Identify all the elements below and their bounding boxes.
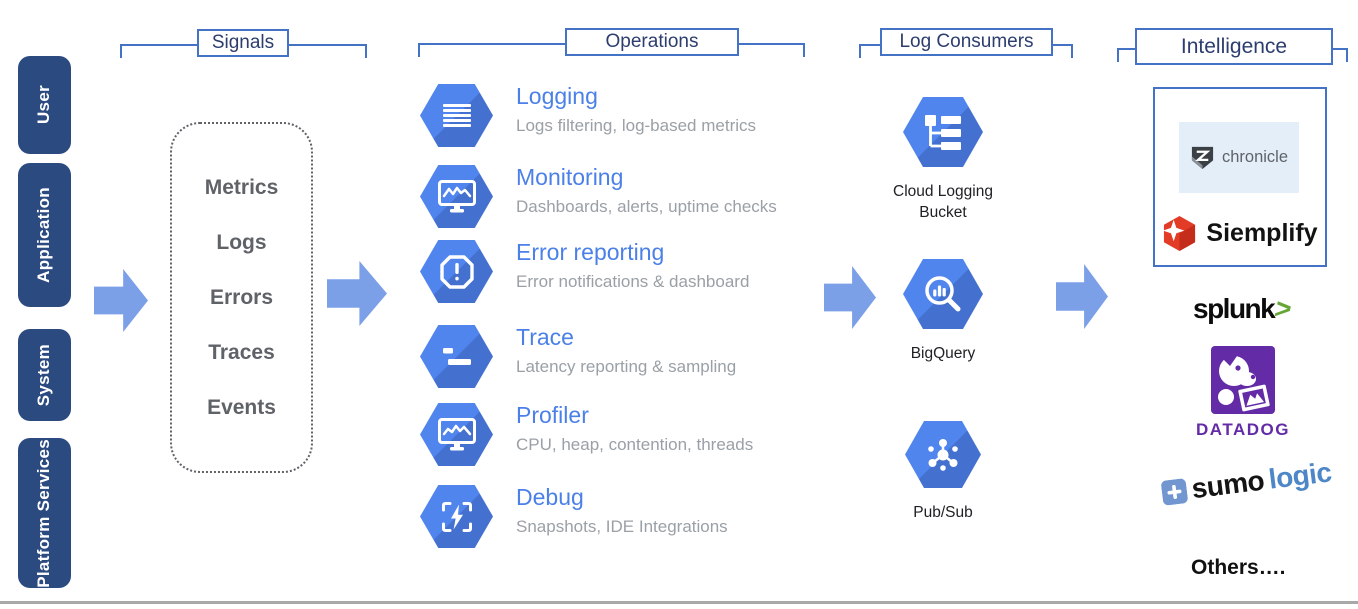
flow-arrow-signals-to-operations [327,261,387,326]
debug-hexagon [420,485,493,548]
intelligence-header: Intelligence [1135,28,1333,65]
operation-subtitle: Snapshots, IDE Integrations [516,517,728,537]
source-tab-application-label: Application [34,187,54,283]
error-reporting-icon [439,254,474,289]
sumologic-sumo-label: sumo [1189,464,1266,505]
operation-title: Logging [516,83,598,109]
signals-bracket: Signals [120,29,367,99]
bigquery-hexagon [903,259,983,329]
operation-subtitle: Latency reporting & sampling [516,357,737,377]
chronicle-label: chronicle [1221,148,1289,166]
signal-traces: Traces [208,341,275,364]
operation-row-monitoring: Monitoring Dashboards, alerts, uptime ch… [420,165,777,228]
source-tab-user-label: User [34,85,54,125]
error-reporting-hexagon [420,240,493,303]
monitoring-icon [437,180,476,213]
flow-arrow-sources-to-signals [94,269,148,332]
flow-arrow-operations-to-consumers [824,266,876,329]
consumer-cloud-logging-bucket: Cloud Logging Bucket [878,97,1008,224]
source-tab-platform-services-label: Platform Services [34,438,54,588]
debug-icon [441,501,472,532]
siemplify-label: Siemplify [1206,219,1318,247]
source-tab-application: Application [18,163,71,307]
operation-subtitle: CPU, heap, contention, threads [516,435,754,455]
operation-row-debug: Debug Snapshots, IDE Integrations [420,485,728,548]
operation-subtitle: Error notifications & dashboard [516,272,750,292]
trace-icon [442,347,471,365]
bigquery-icon [925,276,961,312]
operation-title: Monitoring [516,164,624,190]
consumer-bigquery: BigQuery [878,259,1008,365]
sumologic-plus-icon [1161,478,1188,505]
source-tab-system: System [18,329,71,421]
operations-header: Operations [565,28,739,56]
intelligence-header-label: Intelligence [1180,34,1288,58]
cloud-logging-bucket-hexagon [903,97,983,167]
source-tab-user: User [18,56,71,154]
operation-subtitle: Dashboards, alerts, uptime checks [516,197,777,217]
profiler-icon [437,418,476,451]
operation-title: Profiler [516,402,589,428]
log-consumers-header: Log Consumers [880,28,1053,56]
datadog-logo: DATADOG [1193,344,1293,440]
others-label: Others…. [1191,556,1286,579]
log-consumers-bracket: Log Consumers [859,28,1073,98]
consumer-label: BigQuery [910,345,976,362]
monitoring-hexagon [420,165,493,228]
operation-title: Error reporting [516,239,665,265]
profiler-hexagon [420,403,493,466]
source-tab-system-label: System [34,343,54,407]
operation-title: Trace [516,324,574,350]
siemplify-gem-icon [1163,216,1196,251]
signal-events: Events [207,396,276,419]
signals-header: Signals [197,29,289,57]
operations-header-label: Operations [605,31,699,52]
log-consumers-header-label: Log Consumers [899,31,1034,52]
pubsub-icon [928,438,958,471]
logging-hexagon [420,84,493,147]
datadog-dog-icon [1211,346,1275,414]
operation-row-logging: Logging Logs filtering, log-based metric… [420,84,756,147]
chronicle-logo: chronicle [1179,122,1299,193]
flow-arrow-consumers-to-intelligence [1056,264,1108,329]
operation-row-error-reporting: Error reporting Error notifications & da… [420,240,749,303]
trace-hexagon [420,325,493,388]
operation-title: Debug [516,484,584,510]
datadog-label: DATADOG [1196,420,1290,439]
splunk-logo: splunk > [1193,293,1295,325]
operation-subtitle: Logs filtering, log-based metrics [516,116,757,136]
consumer-label: Cloud Logging Bucket [893,183,993,221]
signal-logs: Logs [216,231,267,254]
splunk-chevron-icon: > [1272,293,1295,324]
source-tab-platform-services: Platform Services [18,438,71,588]
signals-group: Metrics Logs Errors Traces Events [170,122,313,473]
siemplify-logo: Siemplify [1155,215,1325,252]
operations-bracket: Operations [418,28,805,98]
logging-icon [442,104,471,127]
intelligence-partner-box: chronicle Siemplify [1153,87,1327,267]
signals-header-label: Signals [211,32,275,53]
pubsub-hexagon [905,421,981,488]
operation-row-trace: Trace Latency reporting & sampling [420,325,736,388]
consumer-label: Pub/Sub [913,504,973,521]
chronicle-shield-icon [1191,146,1214,170]
operation-row-profiler: Profiler CPU, heap, contention, threads [420,403,753,466]
sumologic-logic-label: logic [1266,456,1334,495]
intelligence-bracket: Intelligence [1117,28,1348,98]
consumer-pubsub: Pub/Sub [878,421,1008,524]
signal-metrics: Metrics [204,176,279,199]
splunk-label: splunk [1193,293,1276,324]
signal-errors: Errors [209,286,274,309]
bottom-divider [0,601,1358,604]
cloud-logging-bucket-icon [925,115,961,150]
